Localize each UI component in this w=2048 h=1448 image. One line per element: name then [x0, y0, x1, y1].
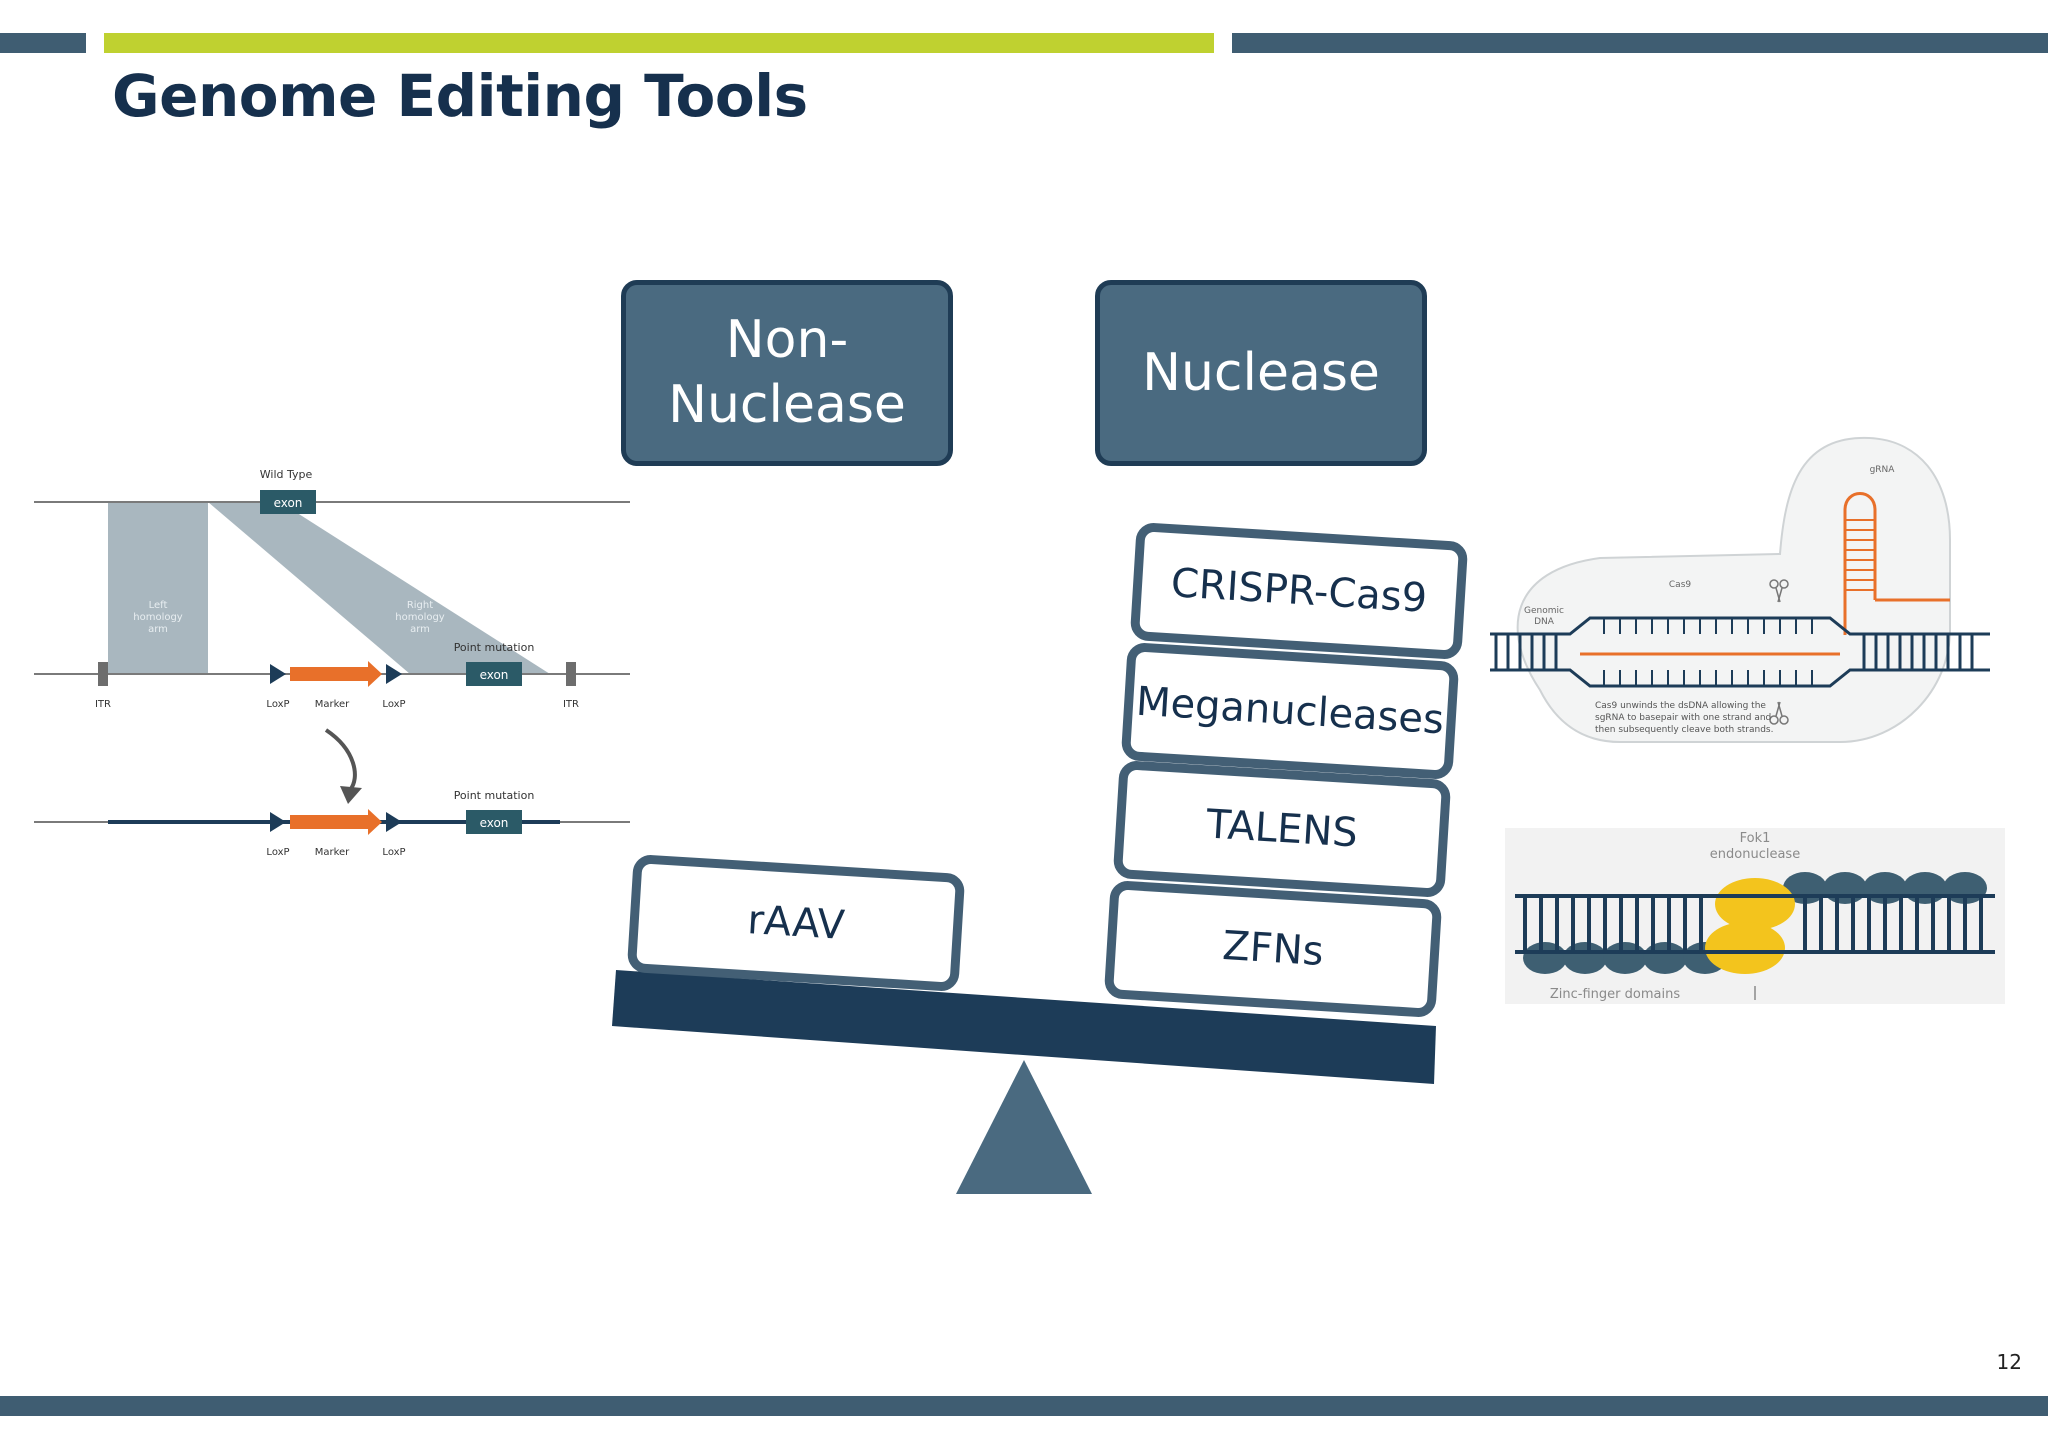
zfns-box: ZFNs	[1103, 879, 1443, 1019]
grna-hairpin	[1843, 492, 1877, 635]
recombination-arrow	[324, 728, 357, 792]
itr-right-marker	[566, 662, 576, 686]
marker-arrow	[290, 667, 368, 681]
raav-label: rAAV	[746, 897, 846, 949]
header-bar-left	[0, 33, 86, 53]
header-bar-accent	[104, 33, 1214, 53]
svg-text:LoxP: LoxP	[266, 699, 289, 710]
svg-text:Marker: Marker	[315, 699, 350, 710]
wild-type-label: Wild Type	[260, 468, 313, 481]
zfns-label: ZFNs	[1221, 922, 1325, 976]
nuclease-label: Nuclease	[1142, 342, 1380, 403]
crispr-cas9-label: CRISPR-Cas9	[1169, 560, 1429, 622]
svg-text:exon: exon	[274, 496, 303, 510]
nuclease-box: Nuclease	[1095, 280, 1427, 466]
loxp-arrow	[386, 664, 402, 684]
header-bar-right	[1232, 33, 2048, 53]
svg-text:LoxP: LoxP	[382, 699, 405, 710]
svg-text:Point mutation: Point mutation	[454, 789, 535, 802]
balance-fulcrum	[956, 1060, 1092, 1194]
wild-type-exon	[260, 490, 316, 514]
itr-left-marker	[98, 662, 108, 686]
scissors-icon	[1769, 579, 1789, 603]
svg-text:gRNA: gRNA	[1870, 465, 1896, 475]
svg-text:exon: exon	[480, 816, 509, 830]
talens-box: TALENS	[1112, 759, 1452, 899]
meganucleases-box: Meganucleases	[1120, 641, 1460, 781]
talens-label: TALENS	[1204, 801, 1360, 857]
svg-text:LoxP: LoxP	[266, 847, 289, 858]
non-nuclease-label: Non- Nuclease	[668, 310, 906, 435]
cas9-protein-shape	[1516, 436, 1951, 743]
slide-title: Genome Editing Tools	[112, 62, 808, 130]
footer-bar	[0, 1396, 2048, 1416]
svg-text:ITR: ITR	[95, 699, 111, 710]
scissors-icon	[1769, 701, 1789, 725]
svg-text:ITR: ITR	[563, 699, 579, 710]
non-nuclease-box: Non- Nuclease	[621, 280, 953, 466]
svg-text:Marker: Marker	[315, 847, 350, 858]
raav-box: rAAV	[626, 853, 966, 993]
meganucleases-label: Meganucleases	[1134, 678, 1446, 744]
crispr-cas9-box: CRISPR-Cas9	[1129, 521, 1469, 661]
fok1-dimer	[1705, 878, 1795, 974]
svg-text:LoxP: LoxP	[382, 847, 405, 858]
svg-text:exon: exon	[480, 668, 509, 682]
grna-stem	[1845, 519, 1875, 591]
page-number: 12	[1996, 1350, 2022, 1374]
left-homology-region	[108, 502, 208, 674]
right-homology-region	[208, 502, 550, 674]
point-mutation-exon	[466, 662, 522, 686]
svg-text:Cas9: Cas9	[1669, 580, 1691, 590]
svg-text:Zinc-finger domains: Zinc-finger domains	[1550, 987, 1680, 1002]
svg-text:Point mutation: Point mutation	[454, 641, 535, 654]
loxp-arrow	[270, 664, 286, 684]
